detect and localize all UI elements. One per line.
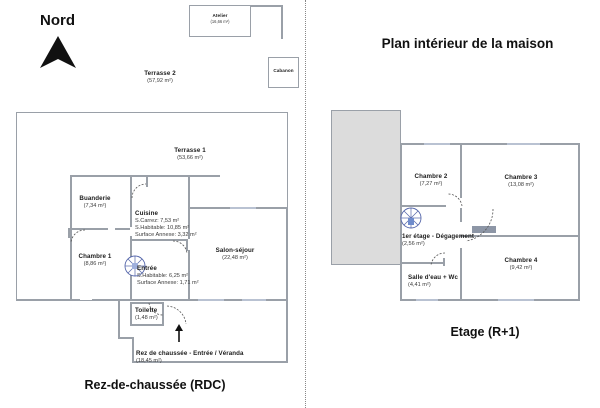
etage-wall-right	[578, 143, 581, 301]
toilette-label: Toilette (1,48 m²)	[135, 307, 158, 321]
wall-bottom-chambre1	[92, 299, 130, 302]
caption-rdc: Rez-de-chaussée (RDC)	[84, 378, 226, 392]
salon-sejour-label: Salon-séjour (22,48 m²)	[215, 247, 255, 261]
wall-salon-top-a	[188, 207, 230, 210]
veranda-label: Rez de chaussée - Entrée / Véranda (18,4…	[136, 350, 244, 364]
window-chambre3-top	[507, 143, 540, 146]
chambre-1-label: Chambre 1 (8,86 m²)	[78, 253, 112, 267]
wall-buanderie-cuisine	[130, 175, 133, 227]
door-arc-salledeau	[430, 252, 446, 266]
wall-bottom-right	[266, 299, 288, 302]
toilette-wall-top	[130, 302, 164, 305]
north-label: Nord	[40, 12, 75, 29]
chambre-2-label: Chambre 2 (7,27 m²)	[414, 173, 448, 187]
entree-label: Entrée S.Habitable: 6,25 m² Surface Anne…	[137, 265, 199, 286]
etage-wall-bottom-b	[438, 299, 498, 302]
window-salledeau-bottom	[416, 299, 438, 302]
wall-entree-salon	[188, 250, 191, 301]
atelier-wall-top-ext	[251, 5, 283, 7]
spiral-staircase-etage-icon	[400, 207, 422, 229]
house-wall-left	[70, 175, 73, 301]
roof-void-area	[331, 110, 401, 265]
veranda-wall-left	[132, 337, 135, 363]
door-jamb-chambre1	[68, 228, 71, 238]
etage-wall-top-c	[540, 143, 580, 146]
door-arc-veranda	[166, 305, 187, 325]
atelier-wall-right-ext	[281, 5, 283, 39]
panel-divider	[305, 0, 306, 408]
etage-wall-left	[400, 143, 403, 301]
window-chambre2-top	[424, 143, 450, 146]
wall-chambre2-chambre3	[460, 143, 463, 198]
etage-wall-bottom-a	[400, 299, 416, 302]
cabanon-label: Cabanon	[273, 68, 294, 73]
wall-bottom-left	[16, 299, 80, 302]
chambre-4-label: Chambre 4 (9,42 m²)	[504, 257, 538, 271]
atelier-label: Atelier (16,66 m²)	[210, 13, 230, 24]
wall-salon-right	[286, 207, 289, 301]
door-arc-chambre1	[70, 229, 86, 243]
stair-run-etage-icon	[472, 226, 496, 233]
door-arc-degagement	[465, 208, 494, 242]
door-arc-cuisine-top	[131, 183, 147, 199]
wall-bottom-salon	[224, 299, 242, 302]
veranda-wall-right	[286, 299, 289, 361]
north-arrow-icon	[40, 36, 76, 68]
etage-wall-bottom-c	[534, 299, 580, 302]
spiral-staircase-rdc-icon	[124, 255, 146, 277]
wall-degagement-salledeau	[400, 262, 444, 265]
veranda-direction-arrow-icon	[175, 324, 183, 342]
wall-buanderie-chambre1-b	[115, 228, 130, 231]
door-arc-cuisine-entree	[172, 240, 188, 254]
wall-cuisine-entree-jamb	[186, 239, 189, 251]
wall-bottom-toilette	[130, 299, 198, 302]
chambre-3-label: Chambre 3 (13,08 m²)	[504, 174, 538, 188]
etage-wall-top-b	[450, 143, 507, 146]
degagement-label: 1er étage - Dégagement (2,56 m²)	[402, 233, 475, 247]
outbuilding-cabanon	[268, 57, 299, 88]
veranda-step	[118, 337, 134, 340]
wall-degagement-chambre3	[460, 208, 463, 222]
toilette-wall-left	[130, 302, 133, 326]
wall-salledeau-chambre4	[460, 248, 463, 300]
cuisine-door-jamb	[146, 175, 149, 187]
door-arc-chambre2	[447, 193, 463, 207]
outbuilding-atelier	[189, 5, 251, 37]
door-arc-toilette	[148, 302, 164, 316]
door-jamb-salledeau	[443, 258, 446, 266]
buanderie-label: Buanderie (7,34 m²)	[79, 195, 111, 209]
wall-buanderie-chambre1-a	[70, 228, 108, 231]
toilette-wall-right	[162, 302, 165, 326]
terrasse-1-label: Terrasse 1 (53,66 m²)	[174, 147, 206, 161]
wall-chambre3-chambre4	[460, 235, 580, 238]
page-title-right: Plan intérieur de la maison	[381, 36, 554, 51]
salle-deau-label: Salle d'eau + Wc (4,41 m²)	[408, 274, 459, 288]
window-bottom-salon-b	[242, 299, 266, 302]
window-salon-top	[230, 207, 256, 210]
stair-landing-edge	[400, 205, 424, 207]
cuisine-label: Cuisine S.Carrez: 7,53 m² S.Habitable: 1…	[135, 210, 197, 238]
veranda-wall-left-upper	[118, 299, 121, 339]
window-bottom-salon-a	[198, 299, 224, 302]
toilette-wall-bottom	[130, 324, 164, 327]
caption-etage: Etage (R+1)	[450, 325, 520, 339]
terrasse-2-label: Terrasse 2 (57,92 m²)	[144, 70, 176, 84]
window-chambre4-bottom	[498, 299, 534, 302]
veranda-wall-bottom	[132, 361, 288, 364]
wall-salon-top-b	[256, 207, 288, 210]
house-wall-top	[70, 175, 220, 178]
etage-wall-top-a	[400, 143, 424, 146]
wall-cuisine-entree	[130, 239, 188, 242]
